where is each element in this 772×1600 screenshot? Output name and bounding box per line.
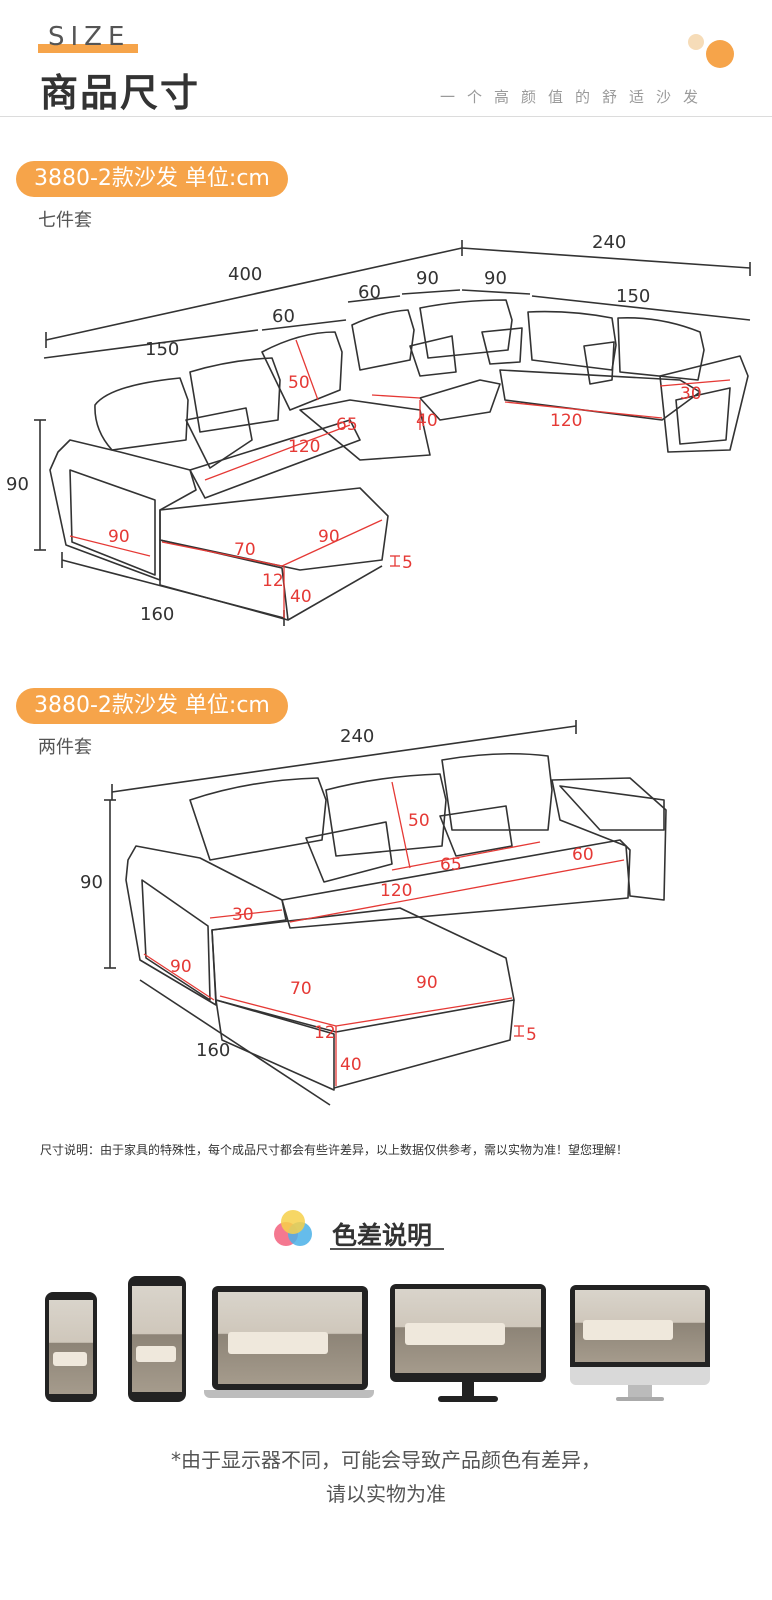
dim-label: 30: [680, 384, 702, 404]
decor-dot-large-icon: [706, 40, 734, 68]
color-diff-caption-line2: 请以实物为准: [326, 1482, 446, 1506]
color-wheel-icon: [274, 1210, 312, 1246]
section1-spec-pill: 3880-2款沙发 单位:cm: [16, 161, 288, 197]
dim-label: 65: [336, 415, 358, 435]
dim-label: 60: [358, 282, 381, 303]
dim-label: 240: [592, 232, 626, 253]
color-diff-underline: [330, 1248, 444, 1250]
section1-subtitle: 七件套: [38, 210, 92, 231]
imac-icon: [570, 1285, 710, 1403]
phone-small-icon: [45, 1292, 97, 1402]
section2-subtitle: 两件套: [38, 737, 92, 758]
dim-label: 70: [290, 979, 312, 999]
dim-label: 12: [314, 1023, 336, 1043]
dim-label: 160: [196, 1040, 230, 1061]
size-accent-bar: [38, 44, 138, 53]
two-piece-sofa-diagram: 240 90 50 65 60 120 30 90 70 90 12 40 5 …: [80, 720, 667, 1106]
dim-label: 50: [288, 373, 310, 393]
dim-label: 240: [340, 726, 374, 747]
dim-label: 12: [262, 571, 284, 591]
dim-label: 5: [526, 1025, 537, 1045]
dim-label: 70: [234, 540, 256, 560]
dim-label: 40: [340, 1055, 362, 1075]
dim-label: 60: [572, 845, 594, 865]
dim-label: 40: [416, 411, 438, 431]
size-disclaimer: 尺寸说明：由于家具的特殊性，每个成品尺寸都会有些许差异，以上数据仅供参考，需以实…: [40, 1143, 629, 1157]
dim-label: 150: [616, 286, 650, 307]
dim-label: 120: [380, 881, 412, 901]
dim-label: 90: [416, 268, 439, 289]
dim-label: 60: [272, 306, 295, 327]
dim-label: 90: [416, 973, 438, 993]
phone-large-icon: [128, 1276, 186, 1402]
dim-label: 50: [408, 811, 430, 831]
monitor-icon: [390, 1284, 546, 1406]
page-title: 商品尺寸: [40, 71, 201, 115]
dim-label: 120: [288, 437, 320, 457]
size-heading-en: SIZE: [48, 22, 131, 52]
dim-label: 90: [108, 527, 130, 547]
laptop-icon: [204, 1286, 374, 1400]
color-diff-title: 色差说明: [332, 1221, 433, 1250]
dim-label: 40: [290, 587, 312, 607]
header-divider: [0, 116, 772, 117]
dim-label: 90: [80, 872, 103, 893]
dim-label: 65: [440, 855, 462, 875]
dim-label: 400: [228, 264, 262, 285]
dim-label: 90: [318, 527, 340, 547]
slogan: 一个高颜值的舒适沙发: [440, 88, 711, 106]
dim-label: 120: [550, 411, 582, 431]
decor-dot-small-icon: [688, 34, 704, 50]
dim-label: 90: [484, 268, 507, 289]
dim-label: 5: [402, 553, 413, 573]
dim-label: 90: [170, 957, 192, 977]
section2-spec-pill: 3880-2款沙发 单位:cm: [16, 688, 288, 724]
dim-label: 90: [6, 474, 29, 495]
seven-piece-sofa-diagram: 240 400 60 90 90 150 150 60 50 65 40 120…: [6, 232, 751, 626]
dim-label: 160: [140, 604, 174, 625]
dim-label: 150: [145, 339, 179, 360]
dim-label: 30: [232, 905, 254, 925]
color-diff-caption-line1: *由于显示器不同，可能会导致产品颜色有差异，: [171, 1448, 601, 1472]
